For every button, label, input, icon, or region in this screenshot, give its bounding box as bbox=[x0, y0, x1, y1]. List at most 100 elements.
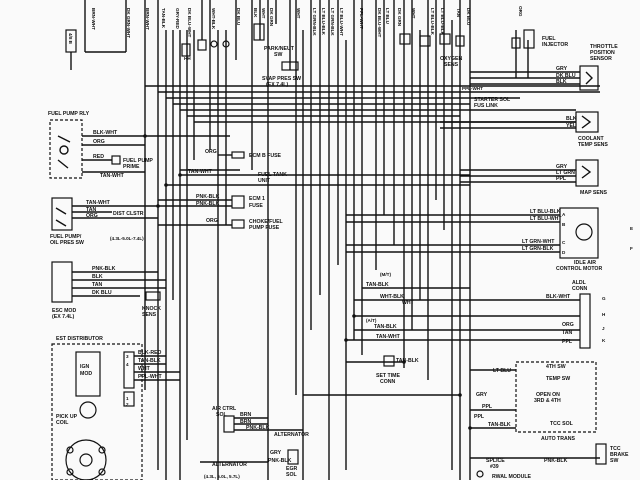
tps-label-3: SENSOR bbox=[590, 56, 612, 62]
aldl-connector: ALDL CONN BLK-WHT ORG TAN PPL WHT TAN-BL… bbox=[366, 272, 591, 349]
aldl-wire-label: TAN bbox=[562, 330, 573, 336]
tps-wire-label: GRY bbox=[556, 66, 568, 72]
relay-wire-label: BLK-WHT bbox=[93, 130, 118, 136]
auto-trans: LT BLU 4TH SW TEMP SW OPEN ON 3RD & 4TH … bbox=[470, 361, 597, 442]
tps-wire-label: DK BLU bbox=[556, 73, 576, 79]
fuel-injector-label: FUEL bbox=[542, 36, 556, 42]
wire-label: LT BLU-BLK bbox=[430, 8, 435, 36]
dist-clstr-label: DIST CLSTR bbox=[113, 211, 144, 217]
knock-sens-label: KNOCK bbox=[142, 306, 161, 312]
wire-label: TAN-BLK bbox=[366, 282, 389, 288]
choke-fuel-pump-fuse-label: CHOKE/FUEL bbox=[249, 219, 284, 225]
wire-label: TAN-WHT bbox=[188, 169, 213, 175]
oxygen-sens-label: OXYGEN bbox=[440, 56, 462, 62]
ign-mod-label: IGN bbox=[80, 364, 89, 370]
wire-label: ORG bbox=[205, 149, 217, 155]
esc-wire-label: BLK bbox=[92, 274, 103, 280]
map-wire-label: LT GRN bbox=[556, 170, 575, 176]
wire-label: WHT bbox=[261, 8, 266, 19]
a-t-note: (A/T) bbox=[366, 318, 377, 323]
harness-horizontal-wires bbox=[112, 71, 600, 396]
egr-sol-label-2: SOL bbox=[286, 472, 297, 478]
open-on-label: OPEN ON bbox=[536, 392, 560, 398]
wire-label: LT BLU bbox=[385, 8, 390, 25]
wire-label: ORG bbox=[518, 6, 523, 17]
wire-label: WHT-BLK bbox=[380, 294, 404, 300]
pin-label: H bbox=[602, 312, 606, 317]
air-ctrl-sol-label: AIR CTRL bbox=[212, 406, 237, 412]
idle-air-control-motor: A B C D LT BLU-BLK LT BLU-WHT LT GRN-WHT… bbox=[522, 207, 602, 272]
esc-wire-label: TAN bbox=[92, 282, 103, 288]
starter-sol-label-2: FUS LINK bbox=[474, 103, 498, 109]
fourth-sw-label: 4TH SW bbox=[546, 364, 566, 370]
knock-sens-label-2: SENS bbox=[142, 312, 157, 318]
trans-wire-label: TAN-BLK bbox=[488, 422, 511, 428]
dist-wire-label: WHT bbox=[138, 366, 151, 372]
wire-label: TAN-WHT bbox=[376, 334, 401, 340]
fuel-pump-prime-label: FUEL PUMP bbox=[123, 158, 153, 164]
splice-rwal: SPLICE #39 PNK-BLK TCC BRAKE SW RWAL MOD… bbox=[470, 443, 629, 480]
splice-dots bbox=[143, 134, 472, 430]
aldl-wire-label: ORG bbox=[562, 322, 574, 328]
wire-label: WHT bbox=[296, 8, 301, 19]
dist-wire-label: TAN-BLK bbox=[138, 358, 161, 364]
air-ctrl-sol-label-2: SOL bbox=[216, 412, 227, 418]
pin-label: 1 bbox=[126, 396, 129, 401]
pin-label: 2 bbox=[126, 402, 129, 407]
park-neut-sw-label: PARK/NEUT bbox=[264, 46, 295, 52]
egr-wire-label: GRY bbox=[270, 450, 282, 456]
fuel-tank-unit-label-2: UNIT bbox=[258, 178, 271, 184]
fuse-block-mid: ORG ECM B FUSE TAN-WHT FUEL TANK UNIT PN… bbox=[188, 149, 287, 231]
wire-label: PNK-BLK bbox=[196, 201, 220, 207]
splice-label-2: #39 bbox=[490, 464, 499, 470]
wire-label: PPL-WHT bbox=[462, 86, 483, 91]
right-edge-pins: E F G H J K 1 2 3 4 HH bbox=[126, 56, 633, 407]
fuel-pump-oil-pres-sw: TAN-WHT TAN ORG DIST CLSTR (4.3L-5.0L-7.… bbox=[50, 197, 158, 246]
engine-size-note-bottom: (4.3L, 5.0L, 5.7L) bbox=[204, 474, 240, 479]
wire-label: DK BLU bbox=[466, 8, 471, 26]
coolant-temp-sens-label-2: TEMP SENS bbox=[578, 142, 608, 148]
pin-label: A bbox=[562, 212, 566, 217]
wire-label: PPL bbox=[474, 414, 485, 420]
rwal-module-label: RWAL MODULE bbox=[492, 474, 532, 480]
set-time-conn-label-2: CONN bbox=[380, 379, 396, 385]
fuel-pump-relay: FUEL PUMP RLY BLK-WHT ORG RED TAN-WHT FU… bbox=[48, 111, 153, 179]
tps-label: THROTTLE bbox=[590, 44, 618, 50]
pin-label: F bbox=[630, 246, 633, 251]
aldl-wire-label: BLK-WHT bbox=[546, 294, 571, 300]
open-on-label-2: 3RD & 4TH bbox=[534, 398, 561, 404]
air-wire-label: BRN bbox=[240, 412, 251, 418]
air-wire-label: BRN bbox=[240, 419, 251, 425]
iac-wire-label: LT BLU-BLK bbox=[530, 209, 561, 215]
iac-wire-label: LT GRN-BLK bbox=[522, 246, 554, 252]
pin-label: 3 bbox=[126, 354, 129, 359]
esc-module: PNK-BLK BLK TAN DK BLU ESC MOD (EX 7.4L)… bbox=[51, 261, 166, 320]
relay-wire-label: TAN-WHT bbox=[100, 173, 125, 179]
fuse-connector-top-left: 4/8 B bbox=[65, 29, 77, 70]
coolant-map-sensors: BLK YEL COOLANT TEMP SENS GRY LT GRN PPL… bbox=[556, 111, 608, 196]
set-time-conn-label: SET TIME bbox=[376, 373, 400, 379]
wire-label: LT BLU-BLK bbox=[440, 8, 445, 36]
tcc-sol-label: TCC SOL bbox=[550, 421, 574, 427]
top-wire-labels: BRN-WHT DK GRN-WHT BRN-WHT TAN-BLK GRY-R… bbox=[91, 6, 523, 38]
air-wire-label: PNK-BLK bbox=[246, 425, 270, 431]
aldl-wire-label: PPL bbox=[562, 339, 573, 345]
pump-sw-wire-label: TAN-WHT bbox=[86, 200, 111, 206]
brake-wire-label: PNK-BLK bbox=[544, 458, 568, 464]
top-center-components: PARK/NEUT SW SVAP PRES SW (EX 7.4L) bbox=[181, 23, 301, 88]
air-alt-egr: AIR CTRL SOL BRN BRN PNK-BLK ALTERNATOR … bbox=[200, 406, 309, 479]
relay-wire-label: ORG bbox=[93, 139, 105, 145]
wire-label: WHT bbox=[411, 8, 416, 19]
oxygen-sens-label-2: SENS bbox=[444, 62, 459, 68]
pin-label: D bbox=[562, 250, 566, 255]
pin-label: 4 bbox=[126, 362, 129, 367]
auto-trans-label: AUTO TRANS bbox=[541, 436, 575, 442]
pick-up-coil-label-2: COIL bbox=[56, 420, 69, 426]
pin-label: G bbox=[602, 296, 606, 301]
wire-label: LT GRN-BLK bbox=[312, 8, 317, 36]
dist-wire-label: PPL-WHT bbox=[138, 374, 162, 380]
iac-wire-label: LT GRN-WHT bbox=[522, 239, 555, 245]
harness-vertical-wires bbox=[84, 0, 529, 480]
wire-label: GRY-RED bbox=[175, 8, 180, 29]
